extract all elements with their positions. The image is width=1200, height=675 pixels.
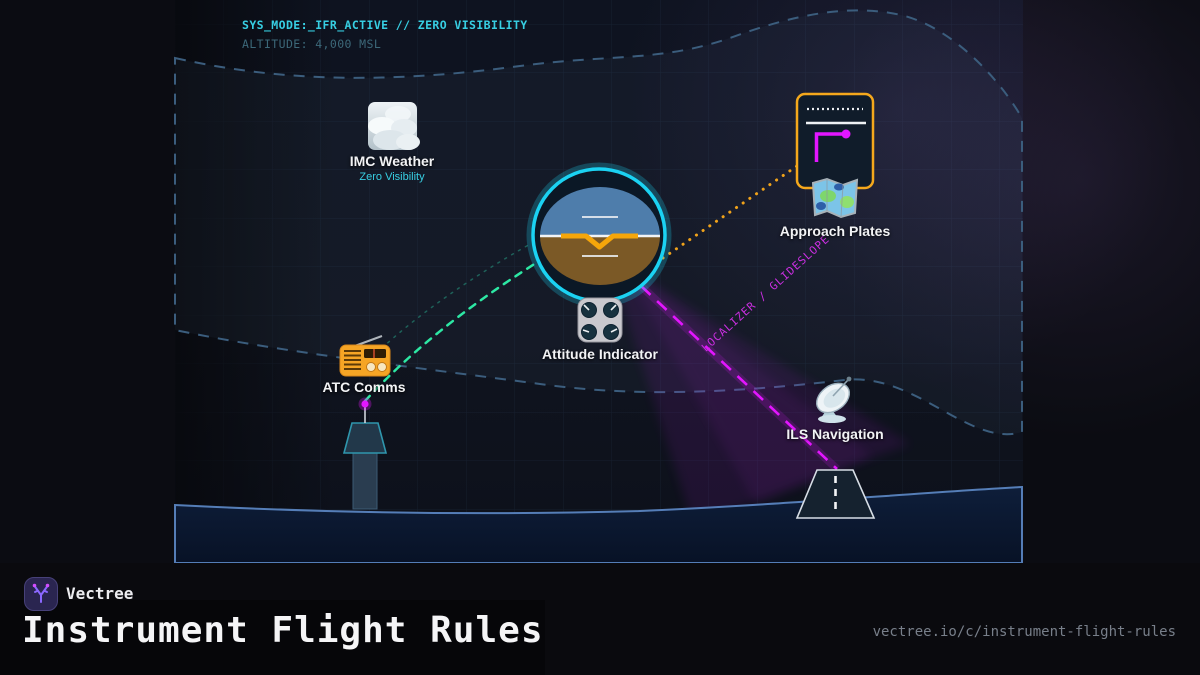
glideslope-line: [640, 285, 838, 470]
attitude-indicator-gauge: [526, 162, 672, 308]
ils-navigation-label: ILS Navigation: [786, 426, 884, 442]
atc-comms-label: ATC Comms: [322, 379, 406, 395]
control-knobs-icon: [577, 297, 623, 343]
radio-tower: [342, 397, 388, 510]
approach-plates-label: Approach Plates: [779, 223, 891, 239]
hud-sys-mode: SYS_MODE:_IFR_ACTIVE // ZERO VISIBILITY: [242, 18, 528, 32]
plates-link-line: [661, 164, 799, 260]
map-icon: [811, 177, 859, 219]
imc-weather-label: IMC Weather: [349, 153, 435, 169]
brand-name: Vectree: [66, 584, 134, 603]
attitude-indicator-label: Attitude Indicator: [542, 346, 658, 362]
imc-weather-sublabel: Zero Visibility: [359, 171, 425, 183]
hud-altitude: ALTITUDE: 4,000 MSL: [242, 37, 382, 51]
atc-link-line: [363, 261, 538, 403]
page-title: Instrument Flight Rules: [22, 610, 544, 651]
vectree-logo-icon: [32, 583, 50, 603]
runway: [795, 469, 876, 519]
footer-strip: [0, 600, 545, 675]
cloud-icon: [368, 102, 420, 150]
vectree-logo: [24, 577, 58, 611]
radio-icon: [339, 335, 391, 377]
footer: Vectree Instrument Flight Rules vectree.…: [0, 563, 1200, 675]
approach-plate-card: [795, 92, 875, 190]
brand-url: vectree.io/c/instrument-flight-rules: [872, 624, 1176, 640]
satellite-dish-icon: [815, 376, 852, 423]
